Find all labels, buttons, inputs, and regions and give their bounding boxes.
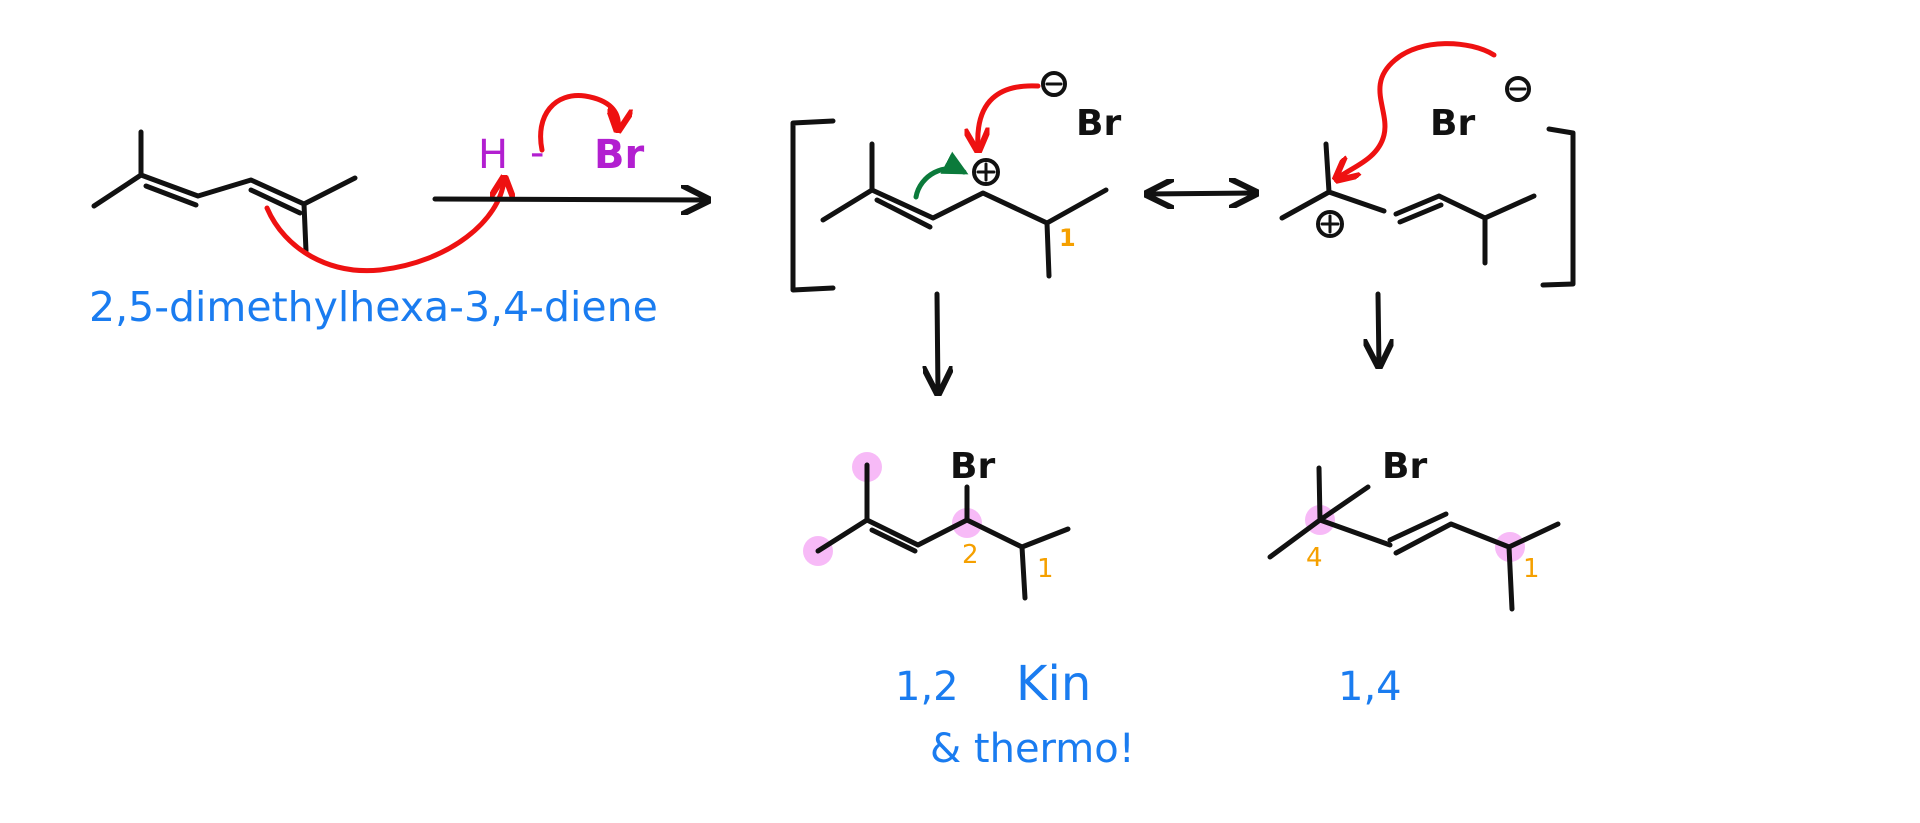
caption-kinetic: Kin (1016, 656, 1091, 712)
curved-arrow-bromide-attack-c2 (978, 83, 1041, 148)
positive-charge-icon (972, 158, 1000, 186)
curved-arrow-pi-to-h (264, 180, 504, 274)
right-bracket (1540, 126, 1576, 288)
caption-thermo: & thermo! (930, 726, 1135, 772)
position-label-4: 4 (1306, 543, 1323, 573)
resonance-arrow (1147, 193, 1256, 194)
allylic-cation-tertiary (1279, 141, 1537, 266)
caption-14: 1,4 (1338, 664, 1402, 710)
bromide-left: Br (1076, 103, 1121, 144)
reactant-name-label: 2,5-dimethylhexa-3,4-diene (89, 283, 658, 331)
highlight-marker (952, 508, 982, 538)
bromide-right: Br (1430, 103, 1475, 144)
left-bracket (790, 118, 836, 293)
negative-charge-icon (1041, 71, 1067, 97)
position-label-1: 1 (1523, 554, 1540, 584)
positive-charge-icon (1316, 210, 1344, 238)
product-12-br: Br (950, 446, 995, 487)
reagent-h: H (478, 132, 508, 178)
curved-arrow-bromide-attack-c4 (1338, 41, 1497, 178)
caption-12: 1,2 (895, 664, 959, 710)
allylic-cation-secondary: 1 (820, 141, 1109, 279)
reagent-br: Br (594, 132, 644, 178)
negative-charge-icon (1505, 76, 1531, 102)
down-arrow-to-12-product (937, 291, 938, 393)
product-12-addition: Br 2 1 (803, 446, 1071, 601)
reaction-arrow (432, 199, 708, 200)
down-arrow-to-14-product (1378, 291, 1379, 366)
position-label-1: 1 (1037, 554, 1054, 584)
position-label-1: 1 (1059, 224, 1076, 252)
product-14-br: Br (1382, 446, 1427, 487)
position-label-2: 2 (962, 540, 979, 570)
curved-arrow-hbr-bond-to-br (538, 93, 619, 153)
reactant-diene-structure (91, 129, 358, 254)
product-14-addition: Br 4 1 (1267, 446, 1561, 612)
curved-arrow-resonance-shift (913, 151, 969, 200)
hbr-reagent: H - Br (478, 130, 644, 178)
